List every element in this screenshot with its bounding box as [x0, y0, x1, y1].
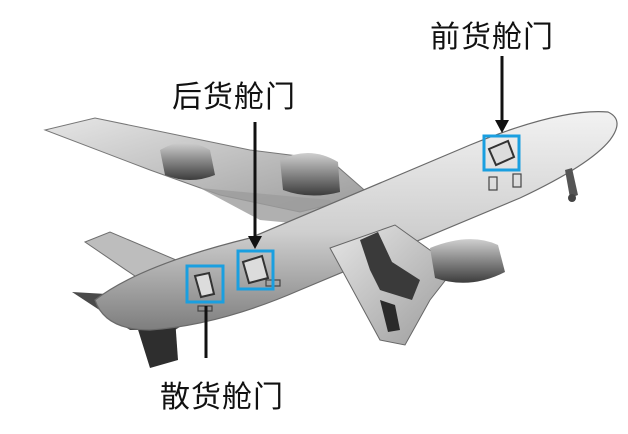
rear-door-arrowhead: [248, 236, 262, 249]
front-door-mark: [488, 176, 498, 191]
bulk-cargo-door-label: 散货舱门: [160, 380, 284, 415]
front-cargo-door: [487, 139, 516, 167]
main-landing-gear: [360, 232, 420, 300]
near-engine: [430, 239, 505, 283]
bulk-cargo-door-highlight: [185, 264, 225, 304]
rear-cargo-door-highlight: [236, 249, 275, 291]
fuselage: [94, 111, 618, 331]
bulk-cargo-door: [193, 271, 216, 299]
front-door-arrowhead: [495, 120, 509, 133]
front-cargo-door-label: 前货舱门: [430, 20, 554, 55]
rear-cargo-door: [241, 254, 270, 285]
nose-wheel: [568, 194, 576, 202]
gear-detail: [380, 300, 400, 332]
front-cargo-door-highlight: [482, 134, 521, 172]
far-engine-1: [160, 142, 215, 180]
front-door-mark-2: [512, 173, 522, 188]
nose-gear: [565, 168, 578, 198]
far-engine-2: [280, 152, 340, 196]
rear-cargo-door-label: 后货舱门: [172, 80, 296, 115]
